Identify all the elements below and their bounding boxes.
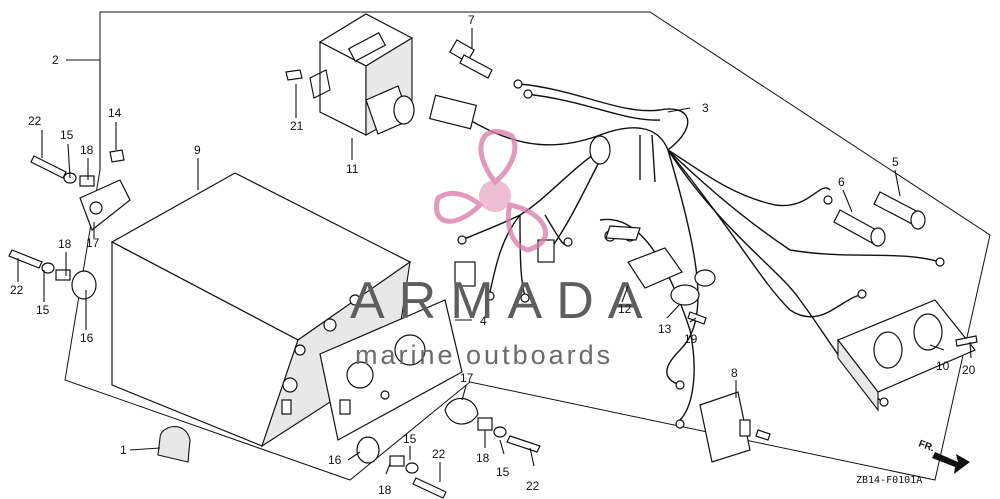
callout-6: 6	[838, 175, 845, 189]
clip-1	[157, 426, 191, 463]
callout-20: 20	[962, 363, 976, 377]
callout-22-d: 22	[526, 479, 540, 493]
outlet-receptacles	[837, 299, 976, 412]
inverter-unit	[309, 13, 415, 136]
pilot-lamp-13	[670, 269, 716, 306]
watermark-subtitle: marine outboards	[355, 340, 613, 370]
callout-15-a: 15	[60, 128, 74, 142]
callouts: 2 22 15 18 14 9 17 18 22 15 16 7 3 21 11…	[10, 13, 976, 497]
callout-17-b: 17	[460, 371, 474, 385]
callout-4: 4	[480, 314, 487, 328]
callout-2: 2	[52, 53, 59, 67]
callout-3: 3	[702, 101, 709, 115]
callout-18-c: 18	[378, 483, 392, 497]
fuse-holder-7	[449, 39, 493, 79]
callout-15-d: 15	[496, 465, 510, 479]
callout-21: 21	[290, 119, 304, 133]
grommet-16	[71, 270, 380, 464]
callout-14: 14	[108, 106, 122, 120]
front-panel	[319, 299, 463, 441]
callout-12: 12	[618, 302, 632, 316]
front-direction-arrow: FR.	[917, 438, 970, 474]
circuit-breaker	[699, 391, 751, 463]
callout-11: 11	[346, 162, 359, 176]
callout-22-b: 22	[10, 283, 24, 297]
watermark-title: ARMADA	[350, 272, 656, 330]
callout-1: 1	[120, 443, 127, 457]
assembly-frame	[64, 11, 991, 481]
callout-18-b: 18	[58, 237, 72, 251]
callout-15-c: 15	[403, 432, 417, 446]
callout-13: 13	[658, 322, 672, 336]
callout-17-a: 17	[86, 236, 100, 250]
callout-10: 10	[936, 359, 950, 373]
fuse-holder-6	[833, 209, 886, 247]
fuse-holder-5	[873, 191, 926, 230]
diagram-code: ZB14-F0101A	[856, 475, 922, 486]
front-direction-label: FR.	[917, 438, 936, 454]
callout-18-a: 18	[80, 143, 94, 157]
callout-9: 9	[194, 143, 201, 157]
watermark-propeller-logo	[434, 129, 549, 253]
leader-lines	[17, 28, 972, 482]
bracket-17	[79, 179, 479, 425]
callout-7: 7	[468, 13, 475, 27]
callout-16-b: 16	[328, 453, 342, 467]
callout-22-a: 22	[28, 114, 42, 128]
switch-assembly-12	[605, 225, 683, 289]
callout-16-a: 16	[80, 331, 94, 345]
callout-15-b: 15	[36, 303, 50, 317]
callout-19: 19	[684, 332, 698, 346]
callout-8: 8	[731, 366, 738, 380]
callout-18-d: 18	[476, 451, 490, 465]
callout-22-c: 22	[432, 447, 446, 461]
callout-5: 5	[892, 155, 899, 169]
bolts-washers	[8, 69, 978, 499]
